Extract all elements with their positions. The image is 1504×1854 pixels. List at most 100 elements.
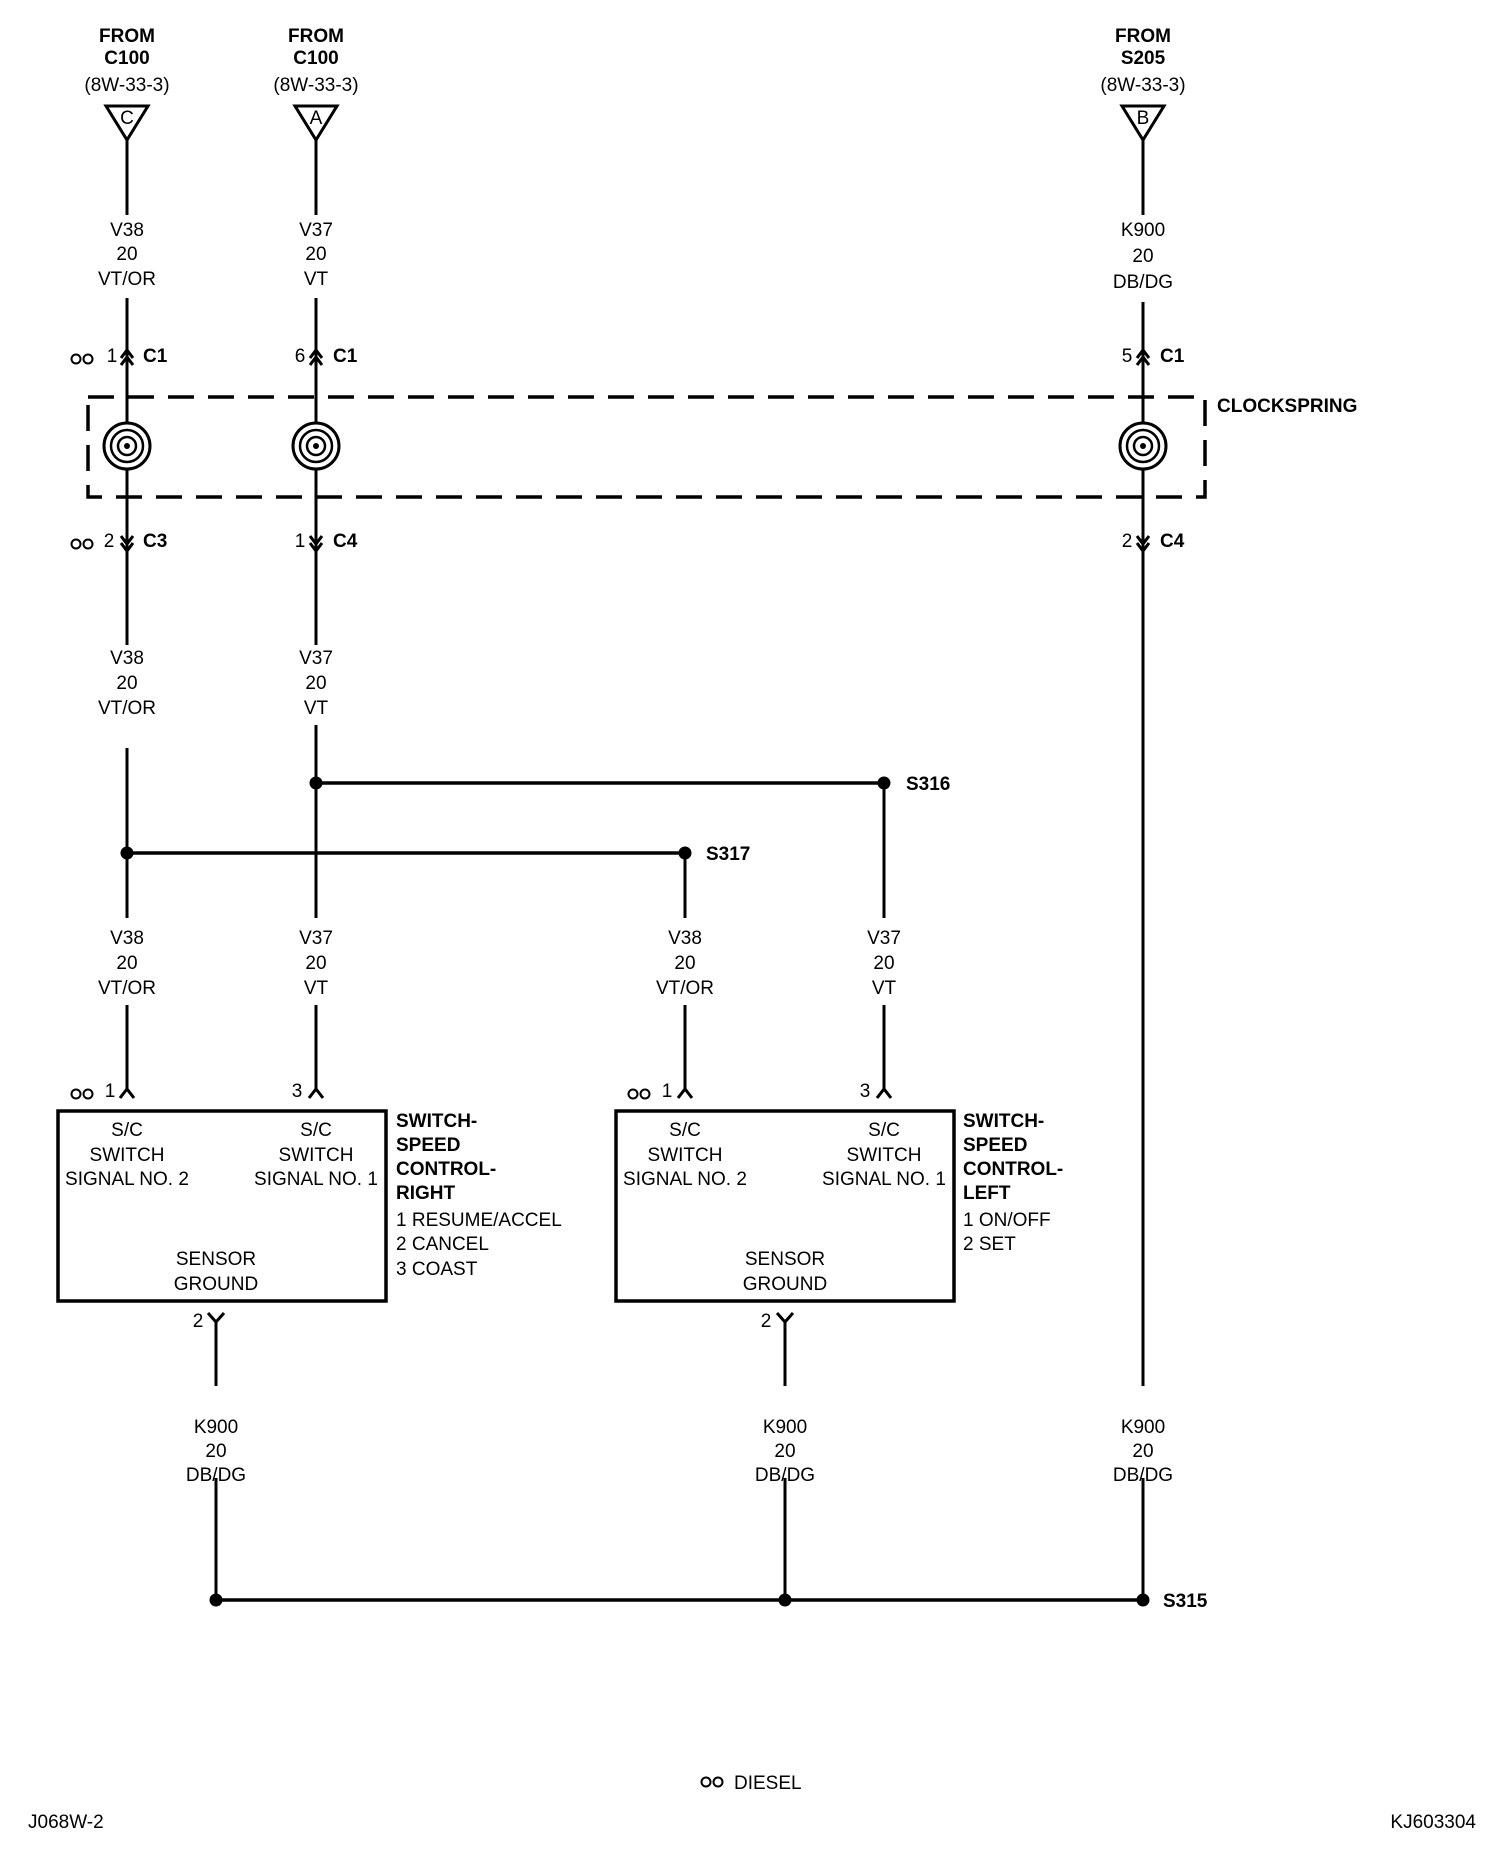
legend-label: DIESEL <box>734 1773 802 1794</box>
svg-text:20: 20 <box>305 953 326 974</box>
source-triangle-icon <box>1119 104 1167 143</box>
source-name: S205 <box>1121 48 1166 69</box>
source-ref: (8W-33-3) <box>273 75 358 96</box>
coil-icon <box>102 421 152 471</box>
svg-text:S/C: S/C <box>111 1120 143 1141</box>
svg-text:VT/OR: VT/OR <box>98 269 156 290</box>
wire-label-v38-top: V38 20 VT/OR <box>98 220 156 290</box>
svg-text:SWITCH: SWITCH <box>90 1145 165 1166</box>
wire-label-v37-top: V37 20 VT <box>299 220 333 290</box>
svg-text:2 SET: 2 SET <box>963 1234 1016 1255</box>
wire-lines <box>125 140 1145 1602</box>
svg-text:C1: C1 <box>143 346 168 367</box>
clockspring: CLOCKSPRING <box>86 395 1357 499</box>
source-pin: B <box>1137 108 1150 129</box>
svg-text:V38: V38 <box>110 220 144 241</box>
wire-label-v38-left-switch: V38 20 VT/OR <box>653 925 717 1005</box>
splice-dot <box>209 1593 223 1607</box>
splice-dot <box>1136 1593 1150 1607</box>
wire-label-v37-low: V37 20 VT <box>290 925 342 1005</box>
svg-text:S315: S315 <box>1163 1591 1208 1612</box>
svg-text:2: 2 <box>104 531 115 552</box>
source-from-label: FROM <box>99 26 155 47</box>
diesel-icon <box>70 538 82 550</box>
source-pin: C <box>120 108 134 129</box>
wire-label-k900-bottom: K900 20 DB/DG <box>1113 1417 1173 1486</box>
svg-text:1: 1 <box>107 346 118 367</box>
svg-text:20: 20 <box>674 953 695 974</box>
pin-label: 3 <box>860 1081 871 1102</box>
svg-text:VT: VT <box>304 269 329 290</box>
connector-c1-right: 5 C1 <box>1122 346 1185 367</box>
svg-text:K900: K900 <box>194 1417 238 1438</box>
svg-text:GROUND: GROUND <box>743 1274 827 1295</box>
svg-text:3 COAST: 3 COAST <box>396 1259 478 1280</box>
clockspring-label: CLOCKSPRING <box>1217 396 1357 417</box>
splice-dot <box>678 846 692 860</box>
svg-text:C1: C1 <box>333 346 358 367</box>
svg-text:S/C: S/C <box>300 1120 332 1141</box>
svg-text:VT: VT <box>304 978 329 999</box>
wire-label-k900-right-switch: K900 20 DB/DG <box>186 1417 246 1486</box>
svg-text:SIGNAL NO. 2: SIGNAL NO. 2 <box>65 1169 189 1190</box>
svg-text:20: 20 <box>116 673 137 694</box>
wire-label-v37-left-switch: V37 20 VT <box>858 925 910 1005</box>
switch-body <box>56 1109 388 1303</box>
pin-chevron-icon <box>676 1086 694 1099</box>
svg-text:SPEED: SPEED <box>963 1135 1027 1156</box>
svg-text:DB/DG: DB/DG <box>186 1465 246 1486</box>
svg-text:C4: C4 <box>333 531 358 552</box>
connector-chevron-up-icon <box>1135 347 1151 366</box>
svg-text:VT: VT <box>304 698 329 719</box>
svg-text:20: 20 <box>1132 246 1153 267</box>
svg-text:V38: V38 <box>668 928 702 949</box>
connector-chevron-down-icon <box>308 535 324 554</box>
splice-dot <box>877 776 891 790</box>
diesel-icon <box>712 1776 724 1788</box>
wire-label-v37-mid: V37 20 VT <box>290 645 342 725</box>
diesel-icon <box>70 353 82 365</box>
switch-speed-control-right: 1 3 S/C SWITCH SIGNAL NO. 2 S/C SWITCH S… <box>56 1081 562 1332</box>
source-c100-a: FROM C100 (8W-33-3) A <box>273 26 359 143</box>
legend-diesel: DIESEL <box>700 1773 802 1794</box>
splice-dot <box>778 1593 792 1607</box>
pin-chevron-icon <box>307 1086 325 1099</box>
svg-text:2 CANCEL: 2 CANCEL <box>396 1234 489 1255</box>
pin-label: 1 <box>105 1081 116 1102</box>
pin-chevron-icon <box>206 1312 226 1325</box>
splice-s315: S315 <box>209 1591 1208 1612</box>
svg-text:S/C: S/C <box>669 1120 701 1141</box>
connector-chevron-down-icon <box>1135 535 1151 554</box>
svg-text:DB/DG: DB/DG <box>1113 272 1173 293</box>
splice-s317: S317 <box>120 844 750 865</box>
pin-label: 2 <box>193 1311 204 1332</box>
connector-c1-left: 1 C1 <box>70 346 168 367</box>
svg-text:V38: V38 <box>110 648 144 669</box>
diesel-icon <box>627 1088 639 1100</box>
diesel-icon <box>82 538 94 550</box>
diesel-icon <box>700 1776 712 1788</box>
source-c100-c: FROM C100 (8W-33-3) C <box>84 26 170 143</box>
svg-text:S316: S316 <box>906 774 950 795</box>
svg-text:20: 20 <box>116 953 137 974</box>
svg-text:SIGNAL NO. 1: SIGNAL NO. 1 <box>254 1169 378 1190</box>
svg-text:LEFT: LEFT <box>963 1183 1011 1204</box>
svg-text:VT/OR: VT/OR <box>98 978 156 999</box>
diesel-icon <box>70 1088 82 1100</box>
switch-speed-control-left: 1 3 S/C SWITCH SIGNAL NO. 2 S/C SWITCH S… <box>614 1081 1063 1332</box>
svg-text:SIGNAL NO. 1: SIGNAL NO. 1 <box>822 1169 946 1190</box>
diesel-icon <box>82 353 94 365</box>
pin-chevron-icon <box>775 1312 795 1325</box>
connector-chevron-down-icon <box>119 535 135 554</box>
svg-text:20: 20 <box>116 244 137 265</box>
svg-text:VT: VT <box>872 978 897 999</box>
source-triangle-icon <box>292 104 340 143</box>
svg-text:SENSOR: SENSOR <box>745 1249 825 1270</box>
svg-text:CONTROL-: CONTROL- <box>963 1159 1063 1180</box>
footer-left-code: J068W-2 <box>28 1812 104 1833</box>
svg-text:VT/OR: VT/OR <box>98 698 156 719</box>
wire-label-k900-top: K900 20 DB/DG <box>1113 220 1173 293</box>
svg-text:V37: V37 <box>299 220 333 241</box>
svg-text:SWITCH-: SWITCH- <box>963 1111 1044 1132</box>
